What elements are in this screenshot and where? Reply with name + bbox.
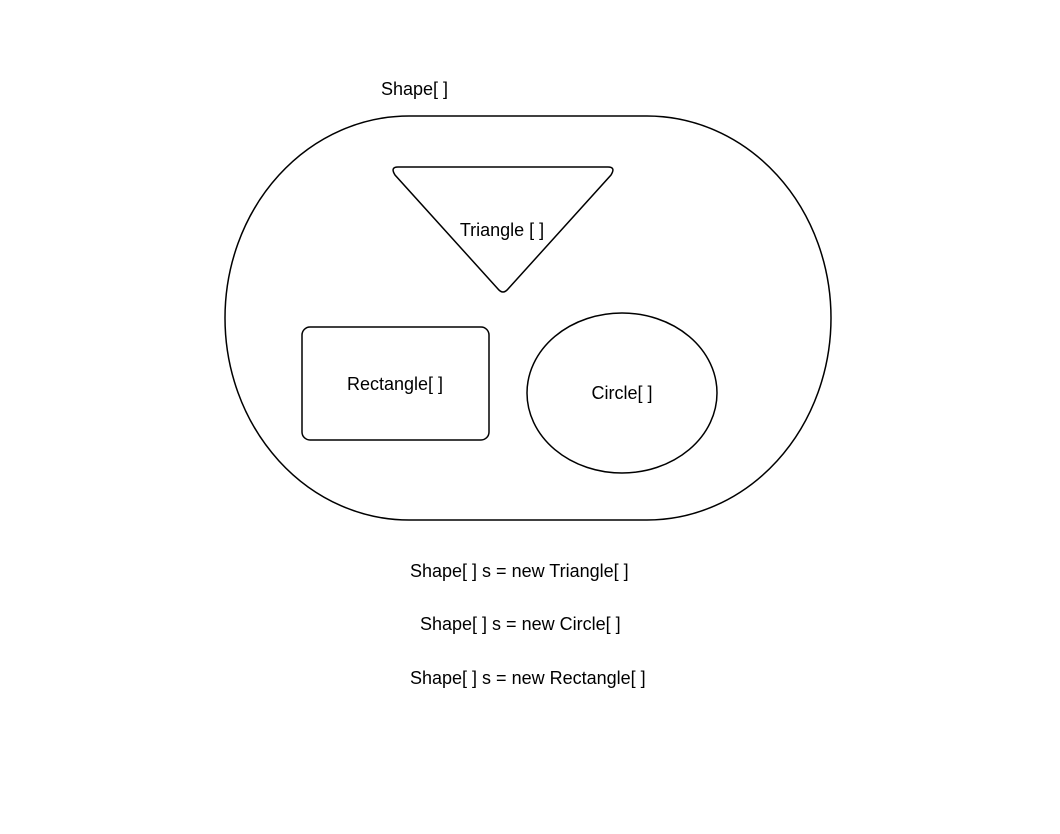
circle-array-label: Circle[ ] [591, 383, 652, 403]
shape-array-container [224, 115, 832, 521]
circle-shape [526, 312, 718, 474]
shape-array-label: Shape[ ] [381, 79, 448, 99]
rectangle-shape [301, 326, 490, 441]
rectangle-array-label: Rectangle[ ] [347, 374, 443, 394]
code-line-rectangle: Shape[ ] s = new Rectangle[ ] [410, 668, 646, 688]
triangle-array-label: Triangle [ ] [460, 220, 544, 240]
code-line-circle: Shape[ ] s = new Circle[ ] [420, 614, 621, 634]
triangle-shape [392, 166, 614, 293]
code-line-triangle: Shape[ ] s = new Triangle[ ] [410, 561, 629, 581]
